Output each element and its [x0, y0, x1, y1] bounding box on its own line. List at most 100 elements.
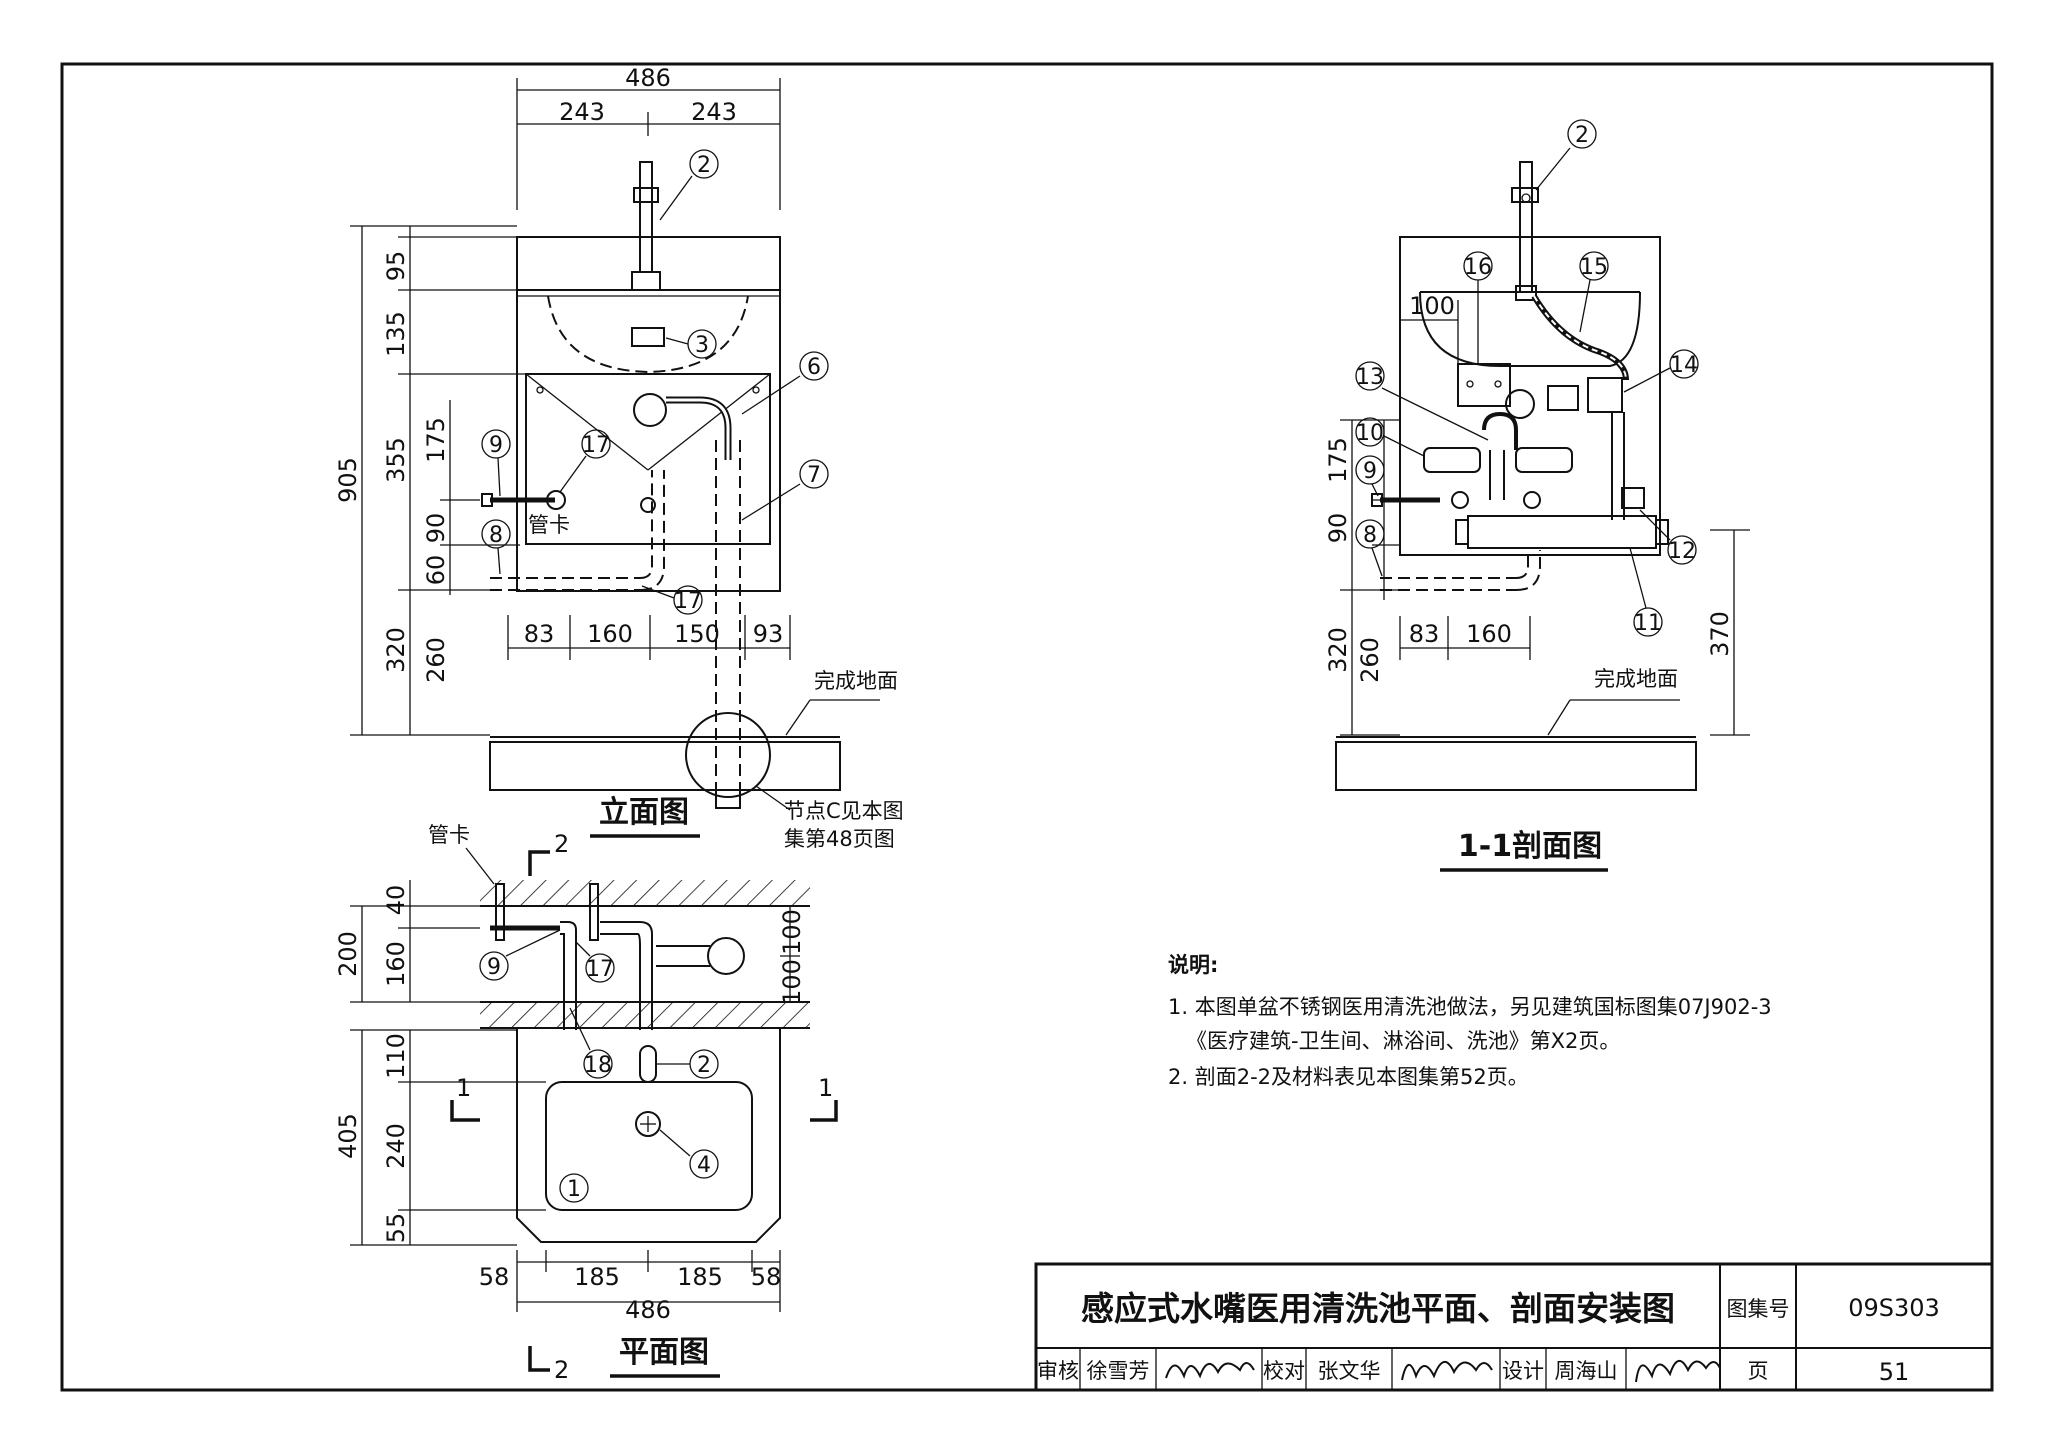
review-label: 审核 — [1037, 1359, 1079, 1383]
elev-node-note-2: 集第48页图 — [784, 827, 895, 851]
elev-dim-93: 93 — [753, 620, 784, 648]
sheet-border — [60, 62, 1994, 1392]
notes-block: 说明: 1. 本图单盆不锈钢医用清洗池做法，另见建筑国标图集07J902-3 《… — [1168, 953, 1772, 1089]
elev-dim-243-left: 243 — [559, 98, 605, 126]
atlas-no: 09S303 — [1848, 1294, 1940, 1322]
elev-dim-486: 486 — [625, 64, 671, 92]
section-title: 1-1剖面图 — [1458, 829, 1602, 864]
elev-dim-905: 905 — [334, 457, 362, 503]
plan-title: 平面图 — [619, 1335, 709, 1370]
elev-dim-260: 260 — [422, 637, 450, 683]
section-floor-slab — [1335, 741, 1697, 791]
plan-dim-100-top: 100 — [778, 909, 806, 955]
page-no: 51 — [1879, 1358, 1910, 1386]
plan-dim-486: 486 — [625, 1296, 671, 1324]
notes-heading: 说明: — [1168, 953, 1218, 977]
designer-name: 周海山 — [1555, 1359, 1618, 1383]
elev-callout-9: 9 — [489, 433, 503, 458]
elev-callout-17-bottom: 17 — [674, 589, 702, 614]
section-callout-9: 9 — [1363, 459, 1377, 484]
elev-dim-243-right: 243 — [691, 98, 737, 126]
section-callout-8: 8 — [1363, 523, 1377, 548]
plan-dim-185-left: 185 — [574, 1263, 620, 1291]
plan-dim-200: 200 — [334, 931, 362, 977]
elev-sensor-box — [631, 327, 665, 347]
section-callout-12: 12 — [1668, 539, 1696, 564]
plan-section-mark-2-top: 2 — [554, 830, 569, 858]
elev-dim-83: 83 — [524, 620, 555, 648]
atlas-no-label: 图集号 — [1727, 1297, 1790, 1321]
plan-dim-55: 55 — [382, 1213, 410, 1244]
section-callout-16: 16 — [1464, 255, 1492, 280]
section-dim-83: 83 — [1409, 620, 1440, 648]
plan-view: 2 管卡 100 100 1 1 — [334, 823, 838, 1384]
section-dim-100: 100 — [1409, 292, 1455, 320]
plan-dim-160: 160 — [382, 941, 410, 987]
designer-signature — [1635, 1360, 1721, 1383]
elev-dim-95: 95 — [382, 251, 410, 282]
plan-dim-405: 405 — [334, 1113, 362, 1159]
elevation-title: 立面图 — [599, 795, 689, 830]
plan-dim-100-bottom: 100 — [778, 959, 806, 1005]
elev-dim-90: 90 — [422, 513, 450, 544]
elev-callout-8: 8 — [489, 523, 503, 548]
plan-dim-110: 110 — [382, 1033, 410, 1079]
page-label: 页 — [1748, 1359, 1769, 1383]
plan-callout-4: 4 — [697, 1153, 711, 1178]
design-label: 设计 — [1502, 1359, 1544, 1383]
plan-section-mark-2-bottom: 2 — [554, 1356, 569, 1384]
plan-dim-240: 240 — [382, 1123, 410, 1169]
section-dim-260: 260 — [1356, 637, 1384, 683]
plan-callout-2: 2 — [697, 1053, 711, 1078]
elev-floor-label: 完成地面 — [814, 669, 898, 693]
elev-dim-355: 355 — [382, 437, 410, 483]
elev-callout-3: 3 — [695, 333, 709, 358]
elev-callout-17-top: 17 — [582, 433, 610, 458]
check-label: 校对 — [1263, 1359, 1305, 1383]
elev-callout-7: 7 — [807, 463, 821, 488]
plan-dim-40: 40 — [382, 885, 410, 916]
section-callout-10: 10 — [1356, 421, 1384, 446]
section-control-box — [1457, 363, 1511, 407]
notes-line-2: 《医疗建筑-卫生间、淋浴间、洗池》第X2页。 — [1186, 1029, 1620, 1053]
notes-line-1: 1. 本图单盆不锈钢医用清洗池做法，另见建筑国标图集07J902-3 — [1168, 995, 1772, 1019]
section-view: 175 90 320 260 100 83 160 370 完成地面 2 16 … — [1324, 119, 1750, 872]
elev-node-c-circle — [685, 712, 771, 798]
plan-callout-1: 1 — [567, 1177, 581, 1202]
section-header-tank — [1467, 515, 1657, 549]
section-callout-11: 11 — [1634, 611, 1662, 636]
reviewer-name: 徐雪芳 — [1087, 1359, 1150, 1383]
title-block-title: 感应式水嘴医用清洗池平面、剖面安装图 — [1081, 1289, 1675, 1328]
plan-wall-bottom — [480, 1002, 810, 1028]
elev-node-note-1: 节点C见本图 — [784, 799, 904, 823]
plan-clip-label: 管卡 — [428, 823, 470, 847]
elev-clip-label: 管卡 — [528, 513, 570, 537]
section-callout-15: 15 — [1580, 255, 1608, 280]
title-block: 感应式水嘴医用清洗池平面、剖面安装图 图集号 09S303 页 51 审核 徐雪… — [1034, 1262, 1994, 1392]
section-cabinet-outline — [1399, 236, 1661, 556]
notes-line-3: 2. 剖面2-2及材料表见本图集第52页。 — [1168, 1065, 1529, 1089]
plan-callout-17: 17 — [586, 957, 614, 982]
plan-section-mark-1-right: 1 — [818, 1074, 833, 1102]
section-dim-90: 90 — [1324, 513, 1352, 544]
plan-dim-185-right: 185 — [677, 1263, 723, 1291]
section-dim-160: 160 — [1466, 620, 1512, 648]
elev-callout-6: 6 — [807, 355, 821, 380]
plan-wall-top — [480, 880, 810, 906]
elevation-view: 486 243 243 — [334, 64, 904, 851]
elev-dim-175: 175 — [422, 417, 450, 463]
section-callout-13: 13 — [1356, 365, 1384, 390]
section-dim-175: 175 — [1324, 437, 1352, 483]
elev-callout-2: 2 — [697, 153, 711, 178]
reviewer-signature — [1165, 1362, 1255, 1379]
checker-name: 张文华 — [1318, 1359, 1381, 1383]
section-callout-14: 14 — [1670, 353, 1698, 378]
plan-section-mark-1-left: 1 — [456, 1074, 471, 1102]
elev-dim-135: 135 — [382, 311, 410, 357]
plan-callout-18: 18 — [584, 1053, 612, 1078]
section-floor-label: 完成地面 — [1594, 667, 1678, 691]
section-callout-2: 2 — [1575, 123, 1589, 148]
section-dim-370: 370 — [1706, 611, 1734, 657]
